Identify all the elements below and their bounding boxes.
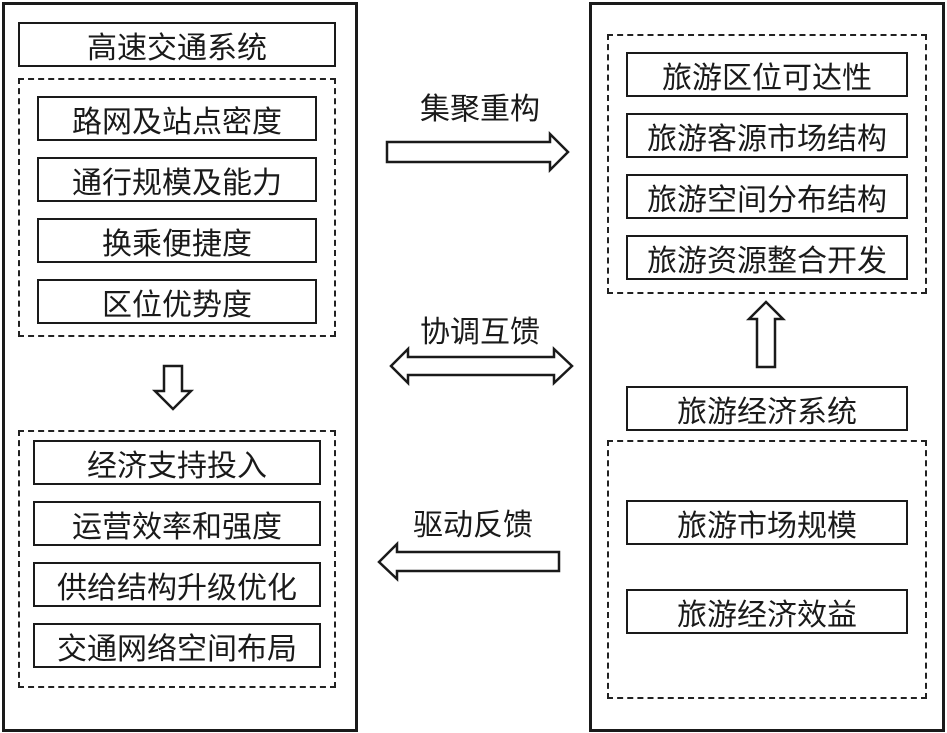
factor-box: 旅游空间分布结构 bbox=[626, 174, 908, 219]
factor-box: 运营效率和强度 bbox=[33, 501, 321, 546]
highway-system-panel bbox=[2, 2, 358, 732]
factor-box: 路网及站点密度 bbox=[37, 96, 317, 141]
tourism-system-title: 旅游经济系统 bbox=[626, 386, 908, 431]
factor-box: 交通网络空间布局 bbox=[33, 623, 321, 668]
tourism-system-panel bbox=[589, 2, 945, 732]
relation-label-agglomeration: 集聚重构 bbox=[420, 92, 540, 127]
highway-system-title: 高速交通系统 bbox=[18, 22, 336, 67]
arrow-up-icon bbox=[745, 300, 787, 369]
relation-label-driving-feedback: 驱动反馈 bbox=[413, 508, 533, 543]
factor-box: 旅游区位可达性 bbox=[626, 52, 908, 97]
factor-box: 旅游经济效益 bbox=[626, 589, 908, 634]
arrow-down-icon bbox=[151, 364, 195, 411]
relation-label-coordination: 协调互馈 bbox=[420, 315, 540, 350]
factor-box: 区位优势度 bbox=[37, 279, 317, 324]
highway-top-factor-group bbox=[18, 78, 336, 337]
tourism-bottom-factor-group bbox=[607, 440, 927, 699]
arrow-right-icon bbox=[385, 130, 570, 174]
factor-box: 旅游市场规模 bbox=[626, 500, 908, 545]
factor-box: 供给结构升级优化 bbox=[33, 562, 321, 607]
factor-box: 经济支持投入 bbox=[33, 440, 321, 485]
highway-bottom-factor-group bbox=[18, 430, 336, 688]
arrow-left-right-icon bbox=[389, 345, 574, 387]
arrow-left-icon bbox=[377, 540, 561, 582]
factor-box: 通行规模及能力 bbox=[37, 157, 317, 202]
factor-box: 换乘便捷度 bbox=[37, 218, 317, 263]
factor-box: 旅游客源市场结构 bbox=[626, 113, 908, 158]
factor-box: 旅游资源整合开发 bbox=[626, 235, 908, 280]
tourism-top-factor-group bbox=[607, 34, 927, 294]
